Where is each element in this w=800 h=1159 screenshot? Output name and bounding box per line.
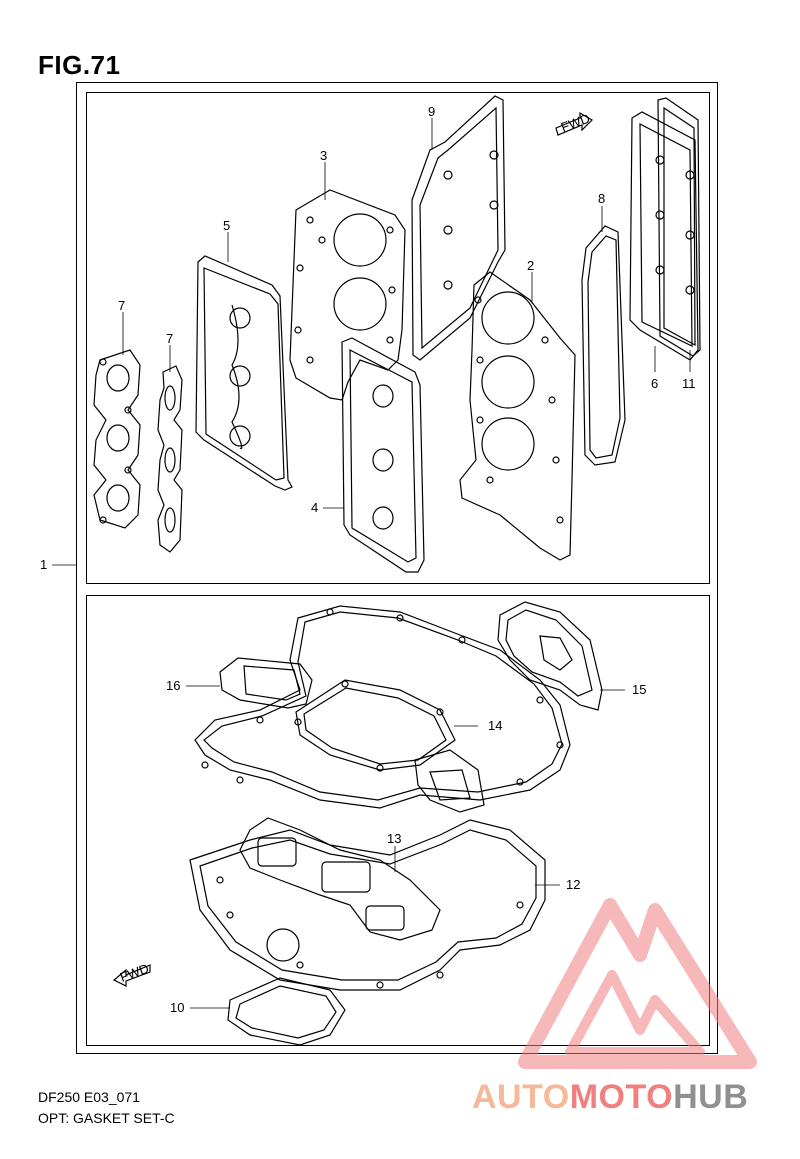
callout-5: 5 (223, 218, 230, 233)
cylinder-head-gasket-2 (459, 271, 576, 561)
cover-gasket-5 (195, 255, 293, 491)
gasket-set-frame (76, 82, 718, 1054)
callout-3: 3 (320, 148, 327, 163)
callout-16: 16 (166, 678, 180, 693)
callout-6: 6 (651, 376, 658, 391)
fwd-arrow-top-icon (555, 111, 593, 136)
callout-10: 10 (170, 1000, 184, 1015)
top-panel (86, 92, 710, 584)
watermark-text-moto: MOTO (569, 1078, 674, 1116)
callout-8: 8 (598, 191, 605, 206)
bottom-panel (86, 595, 710, 1046)
gasket-16 (219, 657, 313, 709)
gasket-12 (194, 605, 571, 809)
callout-1: 1 (40, 557, 47, 572)
watermark-text-hub: HUB (673, 1078, 749, 1116)
gasket-8 (581, 225, 626, 466)
callout-2: 2 (527, 258, 534, 273)
gasket-15 (497, 601, 603, 711)
figure-title: FIG.71 (38, 50, 121, 80)
gasket-small-center (414, 749, 485, 813)
gasket-13 (239, 817, 441, 941)
exhaust-gasket-7a (93, 349, 141, 529)
callout-11: 11 (682, 376, 696, 391)
fwd-label-top: FWD (559, 111, 592, 135)
callout-13: 13 (387, 831, 401, 846)
fwd-arrow-bottom-icon (112, 964, 151, 987)
watermark-logo-icon (518, 898, 757, 1069)
part-name: OPT: GASKET SET-C (38, 1110, 175, 1126)
cover-gasket-4 (341, 337, 425, 573)
cover-gasket-9 (411, 95, 506, 361)
callout-14: 14 (488, 718, 502, 733)
watermark-text: AUTOMOTOHUB (472, 1078, 748, 1117)
cylinder-head-gasket-3 (289, 189, 406, 401)
exhaust-gasket-7b (157, 365, 183, 553)
watermark-text-auto: AUTO (472, 1078, 570, 1116)
gasket-11 (657, 97, 701, 357)
callout-7b: 7 (166, 331, 173, 346)
fwd-label-bottom: FWD (118, 961, 151, 985)
gasket-10 (227, 977, 346, 1046)
callout-7a: 7 (118, 298, 125, 313)
callout-15: 15 (632, 682, 646, 697)
gasket-12-lower (189, 819, 546, 991)
gasket-14 (294, 679, 456, 772)
leader-lines (52, 118, 691, 1009)
callout-12: 12 (566, 877, 580, 892)
model-code: DF250 E03_071 (38, 1089, 140, 1105)
callout-9: 9 (428, 104, 435, 119)
callout-4: 4 (311, 500, 318, 515)
